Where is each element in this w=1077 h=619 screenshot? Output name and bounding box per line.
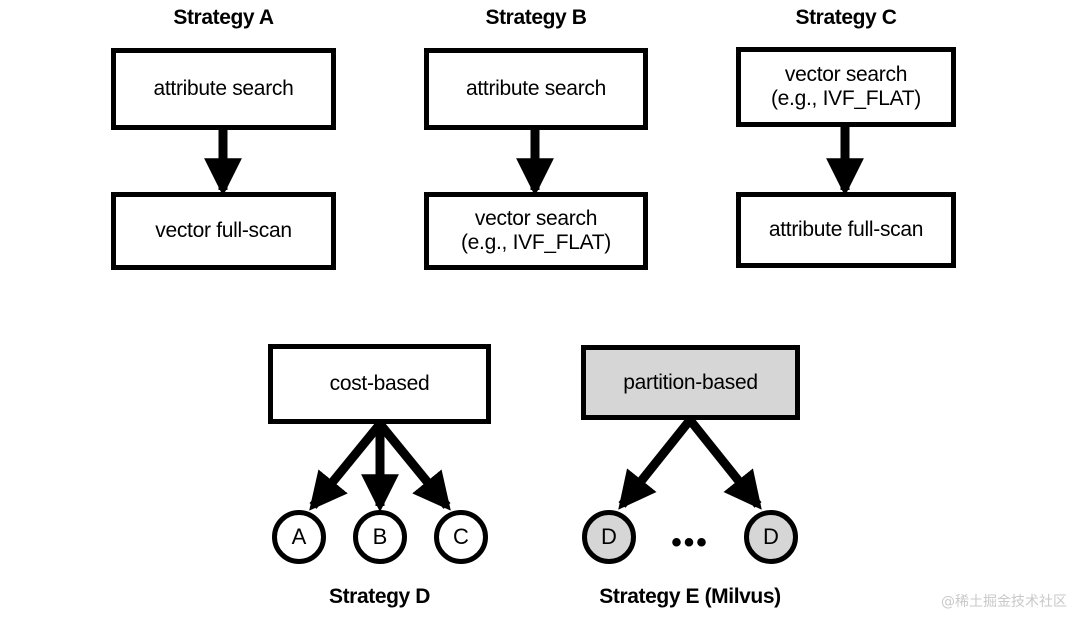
strategy-e-node-d-right-label: D [763, 524, 779, 549]
strategy-b-step2-line1: vector search [474, 207, 598, 231]
strategy-a-step2-box: vector full-scan [111, 192, 336, 270]
strategy-e-node-d-left-label: D [601, 524, 617, 549]
strategy-a-title: Strategy A [173, 6, 274, 29]
strategy-c-step1-box: vector search (e.g., IVF_FLAT) [736, 47, 956, 127]
strategy-e-ellipsis: ••• [671, 526, 709, 559]
strategy-c-step2-label: attribute full-scan [768, 218, 924, 242]
strategy-b-step2-line2: (e.g., IVF_FLAT) [460, 231, 611, 254]
strategy-b-step1-label: attribute search [466, 77, 606, 101]
arrow-strategy-e-left [618, 417, 694, 510]
strategy-c-step1-text: vector search (e.g., IVF_FLAT) [741, 63, 951, 110]
strategy-a-step1-box: attribute search [111, 48, 336, 130]
strategy-d-node-a: A [272, 510, 326, 564]
strategy-d-root-label: cost-based [329, 372, 430, 396]
strategy-c-step2-box: attribute full-scan [736, 192, 956, 268]
strategy-d-node-c-label: C [453, 524, 469, 549]
strategy-b-step2-box: vector search (e.g., IVF_FLAT) [424, 192, 648, 270]
strategy-b-title: Strategy B [485, 6, 587, 29]
strategy-e-root-box: partition-based [581, 345, 800, 420]
strategy-a-step2-label: vector full-scan [155, 219, 292, 243]
arrow-strategy-e-right [686, 417, 762, 510]
strategy-c-step1-line2: (e.g., IVF_FLAT) [770, 87, 921, 110]
strategy-d-node-a-label: A [291, 524, 307, 549]
arrow-strategy-d-c [376, 421, 451, 511]
strategy-e-title: Strategy E (Milvus) [599, 585, 781, 608]
strategy-d-root-box: cost-based [268, 344, 491, 424]
arrow-strategy-d-a [309, 421, 384, 511]
strategy-e-root-label: partition-based [623, 370, 758, 394]
strategy-b-step1-box: attribute search [424, 48, 648, 130]
strategy-d-node-c: C [434, 510, 488, 564]
strategy-b-step2-text: vector search (e.g., IVF_FLAT) [429, 207, 643, 254]
strategy-c-title: Strategy C [795, 6, 897, 29]
strategy-c-step1-line1: vector search [784, 63, 908, 87]
strategy-d-node-b: B [353, 510, 407, 564]
strategy-d-title: Strategy D [328, 585, 431, 608]
strategy-d-node-b-label: B [372, 524, 388, 549]
strategy-a-step1-label: attribute search [153, 77, 294, 101]
strategy-e-node-d-left: D [582, 510, 636, 564]
watermark: @稀土掘金技术社区 [941, 594, 1067, 610]
strategy-e-node-d-right: D [744, 510, 798, 564]
